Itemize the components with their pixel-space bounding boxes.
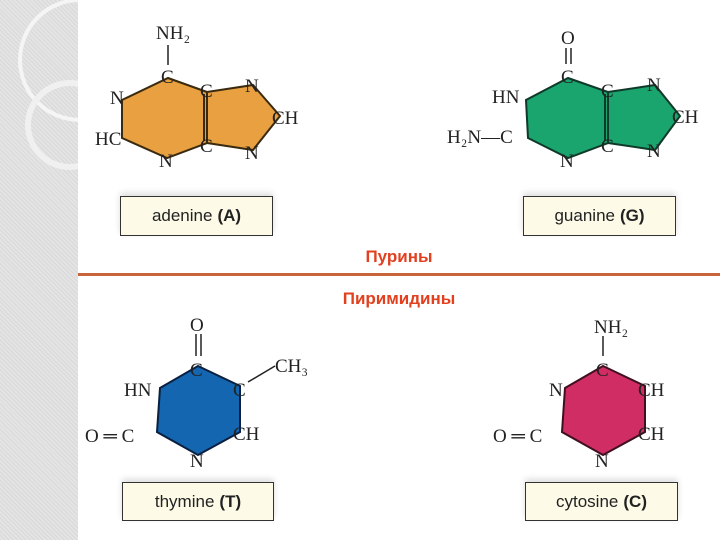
thymine-label: thymine(T) [122,482,274,521]
adenine-label: adenine(A) [120,196,273,236]
atom: N [245,76,259,97]
cytosine-label: cytosine(C) [525,482,678,521]
atom: HC [95,129,121,150]
decorative-side-strip [0,0,142,540]
atom: HN [492,87,520,108]
atom: O ═ C [493,426,542,447]
atom: N [647,75,661,96]
atom: H₂N—C [447,127,513,148]
atom: C [190,360,203,381]
atom: C [200,136,213,157]
pyrimidines-heading: Пиримидины [342,289,456,308]
atom: CH [638,424,665,445]
guanine-structure: O C HN C N CH H₂N—C C N N [447,28,699,172]
atom: C [161,67,174,88]
guanine-label: guanine(G) [523,196,676,236]
atom: N [595,451,609,472]
base-name: thymine [154,491,215,511]
base-letter: (A) [217,206,242,225]
section-divider [78,273,720,276]
atom: C [596,360,609,381]
atom: C [601,136,614,157]
atom: CH₃ [275,356,308,377]
base-letter: (C) [623,491,647,511]
atom: C [233,380,246,401]
atom: O [190,315,204,336]
atom: CH [672,107,699,128]
atom: CH [272,108,299,129]
atom: HN [124,380,152,401]
atom: NH₂ [594,317,628,338]
purines-heading: Пурины [365,247,433,266]
base-letter: (G) [619,206,645,225]
base-letter: (T) [219,491,242,511]
atom: N [110,88,124,109]
atom: O [561,28,575,49]
atom: O ═ C [85,426,134,447]
atom: C [200,81,213,102]
atom: N [190,451,204,472]
atom: N [647,141,661,162]
atom: N [245,143,259,164]
base-name: guanine [554,206,615,225]
atom: NH₂ [156,23,190,44]
thymine-structure: O C HN C CH₃ O ═ C CH N [85,315,308,472]
atom: C [601,81,614,102]
base-name: cytosine [556,491,619,511]
atom: N [549,380,563,401]
atom: CH [233,424,260,445]
cytosine-structure: NH₂ C N CH O ═ C CH N [493,317,665,472]
atom: N [560,151,574,172]
base-name: adenine [151,206,213,225]
adenine-structure: NH₂ C N C N CH C N HC N [95,23,299,172]
atom: C [561,67,574,88]
atom: CH [638,380,665,401]
atom: N [159,151,173,172]
